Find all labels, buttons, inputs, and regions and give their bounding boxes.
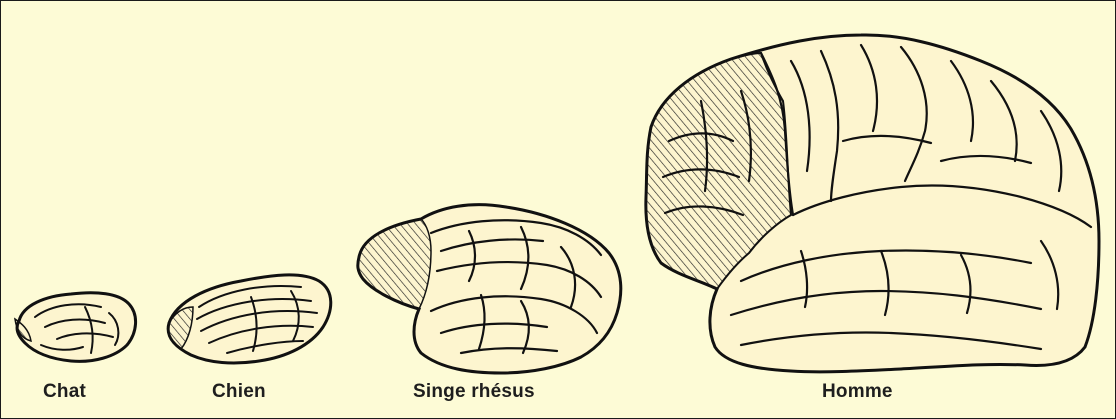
rhesus-monkey-brain <box>358 205 621 373</box>
label-homme: Homme <box>822 381 893 403</box>
cat-brain <box>15 293 136 362</box>
human-brain <box>646 35 1099 372</box>
label-chat: Chat <box>43 381 86 403</box>
label-chien: Chien <box>212 381 266 403</box>
dog-brain <box>168 275 331 363</box>
label-singe-rhesus: Singe rhésus <box>413 381 535 403</box>
